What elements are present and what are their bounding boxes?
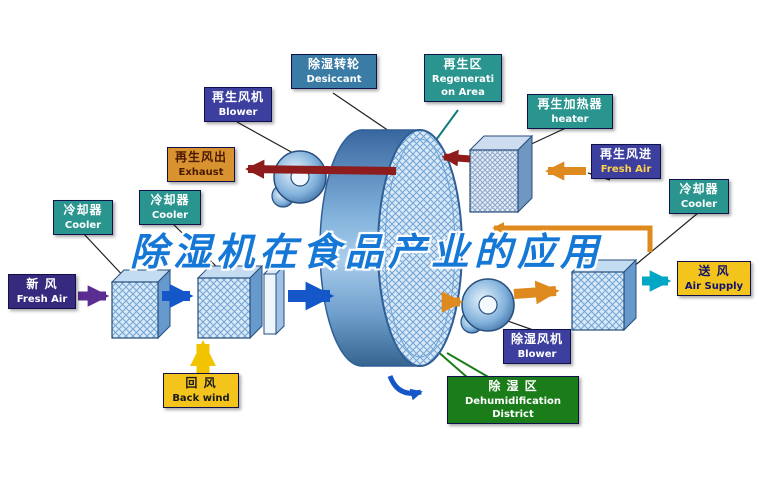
cooler-box-left-2: [196, 264, 264, 340]
label-regeneration-area-en2: on Area: [441, 86, 485, 98]
label-regen-exhaust-zh: 再生风出: [174, 150, 227, 164]
arrow-heater-to-wheel: [441, 149, 471, 167]
label-dehumid-district: 除 湿 区 Dehumidification District: [447, 376, 579, 424]
label-regen-blower-zh: 再生风机: [211, 90, 264, 104]
arrow-regen-exhaust: [245, 159, 397, 179]
label-cooler-right-zh: 冷却器: [679, 182, 719, 196]
label-back-wind: 回 风 Back wind: [163, 373, 239, 408]
label-regen-blower: 再生风机 Blower: [204, 87, 272, 122]
label-cooler-left-outer: 冷却器 Cooler: [53, 200, 113, 235]
label-regeneration-area-zh: 再生区: [443, 57, 483, 71]
heater-box: [468, 134, 534, 214]
label-air-supply: 送 风 Air Supply: [677, 261, 751, 296]
label-fresh-air-in-en: Fresh Air: [16, 293, 68, 305]
label-dehumid-district-zh: 除 湿 区: [488, 379, 538, 393]
cooler-box-right: [570, 258, 638, 332]
label-dehumid-district-en1: Dehumidification: [464, 395, 562, 407]
label-back-wind-zh: 回 风: [185, 376, 217, 390]
label-cooler-right: 冷却器 Cooler: [669, 179, 729, 214]
label-regen-fresh-air: 再生风进 Fresh Air: [591, 144, 661, 179]
label-regen-heater: 再生加热器 heater: [527, 94, 613, 129]
filter-panel: [262, 264, 286, 336]
arrow-regen-duct: [492, 221, 653, 252]
regen-blower-fan: [271, 150, 327, 208]
label-dehumid-blower-zh: 除湿风机: [510, 332, 563, 346]
label-cooler-left-outer-en: Cooler: [64, 219, 102, 231]
dehumid-blower-fan: [460, 278, 515, 334]
desiccant-wheel: [319, 129, 463, 367]
label-regen-heater-zh: 再生加热器: [537, 97, 603, 111]
arrow-blower-to-cooler: [513, 280, 560, 305]
label-fresh-air-in: 新 风 Fresh Air: [8, 274, 76, 309]
label-fresh-air-in-zh: 新 风: [26, 277, 58, 291]
label-regen-fresh-air-en: Fresh Air: [600, 163, 652, 175]
label-air-supply-zh: 送 风: [698, 264, 730, 278]
regeneration-area-line: [435, 109, 459, 141]
label-desiccant-en: Desiccant: [306, 73, 362, 85]
label-regen-fresh-air-zh: 再生风进: [599, 147, 652, 161]
label-regen-exhaust-en: Exhaust: [178, 166, 224, 178]
label-cooler-left-inner-zh: 冷却器: [150, 193, 190, 207]
label-cooler-left-outer-zh: 冷却器: [63, 203, 103, 217]
label-dehumid-district-en2: District: [492, 408, 534, 420]
rotation-arrow-icon: [387, 375, 423, 401]
cooler-box-left-1: [110, 268, 172, 340]
label-back-wind-en: Back wind: [172, 392, 230, 404]
watermark-title: 除湿机在食品产业的应用: [130, 230, 604, 274]
label-desiccant-zh: 除湿转轮: [307, 57, 360, 71]
label-dehumid-blower: 除湿风机 Blower: [503, 329, 571, 364]
label-regen-exhaust: 再生风出 Exhaust: [167, 147, 235, 182]
label-regen-heater-en: heater: [551, 113, 589, 125]
label-regeneration-area-en1: Regenerati: [431, 73, 495, 85]
label-cooler-right-en: Cooler: [680, 198, 718, 210]
label-dehumid-blower-en: Blower: [517, 348, 557, 360]
label-regeneration-area: 再生区 Regenerati on Area: [424, 54, 502, 102]
label-air-supply-en: Air Supply: [684, 280, 744, 292]
label-cooler-left-inner-en: Cooler: [151, 209, 189, 221]
label-regen-blower-en: Blower: [218, 106, 258, 118]
label-desiccant: 除湿转轮 Desiccant: [291, 54, 377, 89]
label-cooler-left-inner: 冷却器 Cooler: [139, 190, 201, 225]
